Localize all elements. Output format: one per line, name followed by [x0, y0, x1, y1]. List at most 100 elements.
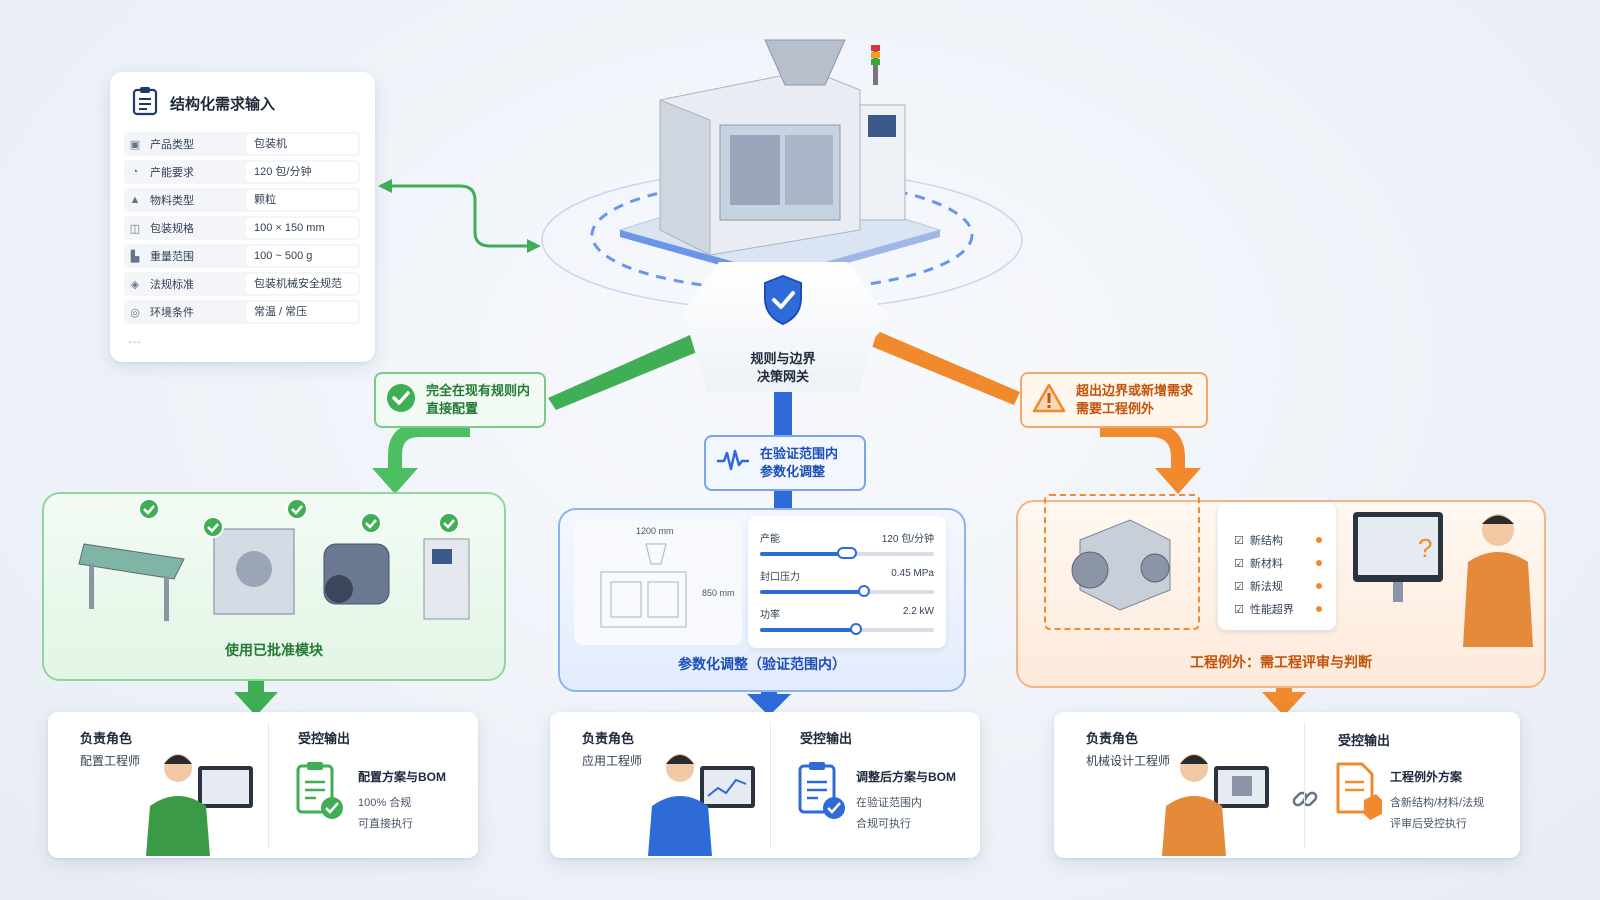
box-icon: ▣ [129, 138, 141, 151]
blue-branch-banner: 在验证范围内参数化调整 [704, 435, 866, 491]
new-structure-frame [1044, 494, 1200, 630]
weight-icon: ▙ [130, 250, 140, 263]
environment-icon: ◎ [130, 306, 140, 319]
field-row-environment[interactable]: ◎ 环境条件 常温 / 常压 [124, 300, 360, 324]
field-value[interactable]: 100 × 150 mm [246, 218, 358, 238]
checklist-label: 新结构 [1249, 535, 1283, 547]
exception-checklist: ☑新结构 ☑新材料 ☑新法规 ☑性能超界 [1218, 502, 1336, 630]
flag-dot [1316, 583, 1322, 589]
role-header: 负责角色 [582, 731, 635, 746]
gateway-label-line2: 决策网关 [756, 369, 809, 384]
param-value-seal-pressure: 0.45 MPa [891, 568, 934, 579]
card-divider [1304, 722, 1305, 848]
check-badge-icon [202, 516, 224, 543]
field-row-material[interactable]: ▲物料类型颗粒 [124, 188, 360, 212]
engineering-exception-platform: ☑新结构 ☑新材料 ☑新法规 ☑性能超界 ? 工程例外：需工程评审与判断 [1016, 494, 1546, 688]
seal-pressure-slider[interactable] [760, 585, 934, 597]
orange-branch-arrow [868, 332, 1020, 405]
field-row-regulation[interactable]: ◈ 法规标准 包装机械安全规范 [124, 272, 360, 296]
orange-platform-label: 工程例外：需工程评审与判断 [1190, 654, 1372, 670]
param-label-capacity: 产能 [760, 534, 780, 545]
output-line-2: 合规可执行 [856, 818, 911, 830]
card-divider [770, 722, 771, 848]
orange-banner-line1: 超出边界或新增需求 [1076, 383, 1194, 398]
param-value-capacity: 120 包/分钟 [881, 534, 934, 545]
power-slider-knob[interactable] [849, 623, 862, 635]
blue-branch-stem [774, 390, 792, 436]
checklist-item-new-structure: ☑ 新结构 [1234, 532, 1283, 548]
shield-check-icon [761, 274, 805, 331]
new-part-image [1071, 519, 1171, 611]
green-branch-banner: 完全在现有规则内直接配置 [374, 372, 546, 428]
param-value-power: 2.2 kW [902, 606, 934, 617]
shield-icon: ◈ [130, 278, 140, 291]
parameter-panel: 产能 120 包/分钟 封口压力 0.45 MPa 功率 2.2 kW [748, 516, 946, 648]
green-down-arrowhead [234, 692, 278, 716]
clipboard-icon [132, 86, 158, 121]
output-header: 受控输出 [298, 731, 351, 746]
orange-branch-bend [1100, 423, 1185, 470]
output-line-2: 评审后受控执行 [1390, 818, 1467, 830]
green-banner-line2: 直接配置 [426, 401, 479, 416]
clipboard-shield-icon [796, 760, 848, 827]
power-slider[interactable] [760, 623, 934, 635]
checklist-label: 性能超界 [1249, 604, 1294, 616]
role-name: 机械设计工程师 [1086, 754, 1171, 768]
machine-outline-image [600, 543, 687, 628]
field-value[interactable]: 120 包/分钟 [246, 162, 358, 182]
role-header: 负责角色 [1086, 731, 1139, 746]
blue-output-card: 负责角色 应用工程师 受控输出 调整后方案与BOM 在验证范围内 合规可执行 [550, 712, 980, 858]
field-label: 环境条件 [150, 307, 194, 319]
motor-module [323, 543, 390, 605]
engineer-avatar [648, 754, 755, 856]
field-value[interactable]: 颗粒 [246, 190, 358, 210]
role-name: 应用工程师 [582, 754, 643, 768]
green-branch-arrow [548, 335, 702, 410]
check-box-icon: ☑ [1234, 580, 1244, 593]
param-label-power: 功率 [760, 610, 780, 621]
capacity-slider[interactable] [760, 547, 934, 559]
field-value[interactable]: 包装机械安全规范 [246, 274, 358, 294]
green-branch-arrowhead [372, 468, 418, 494]
field-label: 法规标准 [150, 279, 194, 291]
output-line-2: 可直接执行 [358, 818, 413, 830]
output-title: 调整后方案与BOM [856, 770, 956, 784]
field-value[interactable]: 包装机 [246, 134, 358, 154]
field-label: 物料类型 [150, 195, 194, 207]
field-value[interactable]: 常温 / 常压 [246, 302, 358, 322]
decision-gateway: 规则与边界 决策网关 [683, 262, 883, 392]
orange-branch-arrowhead [1155, 468, 1201, 494]
field-row-product-type[interactable]: ▣产品类型包装机 [124, 132, 360, 156]
output-title: 工程例外方案 [1390, 770, 1463, 784]
field-value[interactable]: 100 ~ 500 g [246, 246, 358, 266]
capacity-slider-knob[interactable] [837, 547, 857, 559]
output-title: 配置方案与BOM [358, 770, 446, 784]
check-box-icon: ☑ [1234, 534, 1244, 547]
gateway-label: 规则与边界 决策网关 [683, 350, 883, 386]
gauge-icon: ◔ [131, 166, 139, 178]
check-box-icon: ☑ [1234, 557, 1244, 570]
conveyor-module [78, 543, 185, 621]
green-banner-line1: 完全在现有规则内 [426, 383, 531, 398]
input-arrowhead-right [527, 239, 541, 253]
output-header: 受控输出 [1338, 733, 1391, 748]
check-circle-icon [386, 383, 416, 418]
blue-branch-stem-lower [774, 490, 792, 512]
checklist-label: 新法规 [1249, 581, 1283, 593]
check-badge-icon [438, 512, 460, 539]
more-fields-indicator[interactable]: ··· [128, 334, 141, 349]
output-line-1: 含新结构/材料/法规 [1390, 797, 1485, 809]
blue-down-arrowhead [747, 694, 791, 716]
frame-module [213, 528, 295, 615]
input-connector [385, 184, 535, 248]
waveform-icon [716, 449, 750, 478]
dimension-height: 850 mm [702, 588, 735, 598]
role-name: 配置工程师 [80, 754, 141, 768]
output-line-1: 100% 合规 [358, 797, 412, 809]
seal-pressure-slider-knob[interactable] [858, 585, 871, 597]
check-badge-icon [286, 498, 308, 525]
